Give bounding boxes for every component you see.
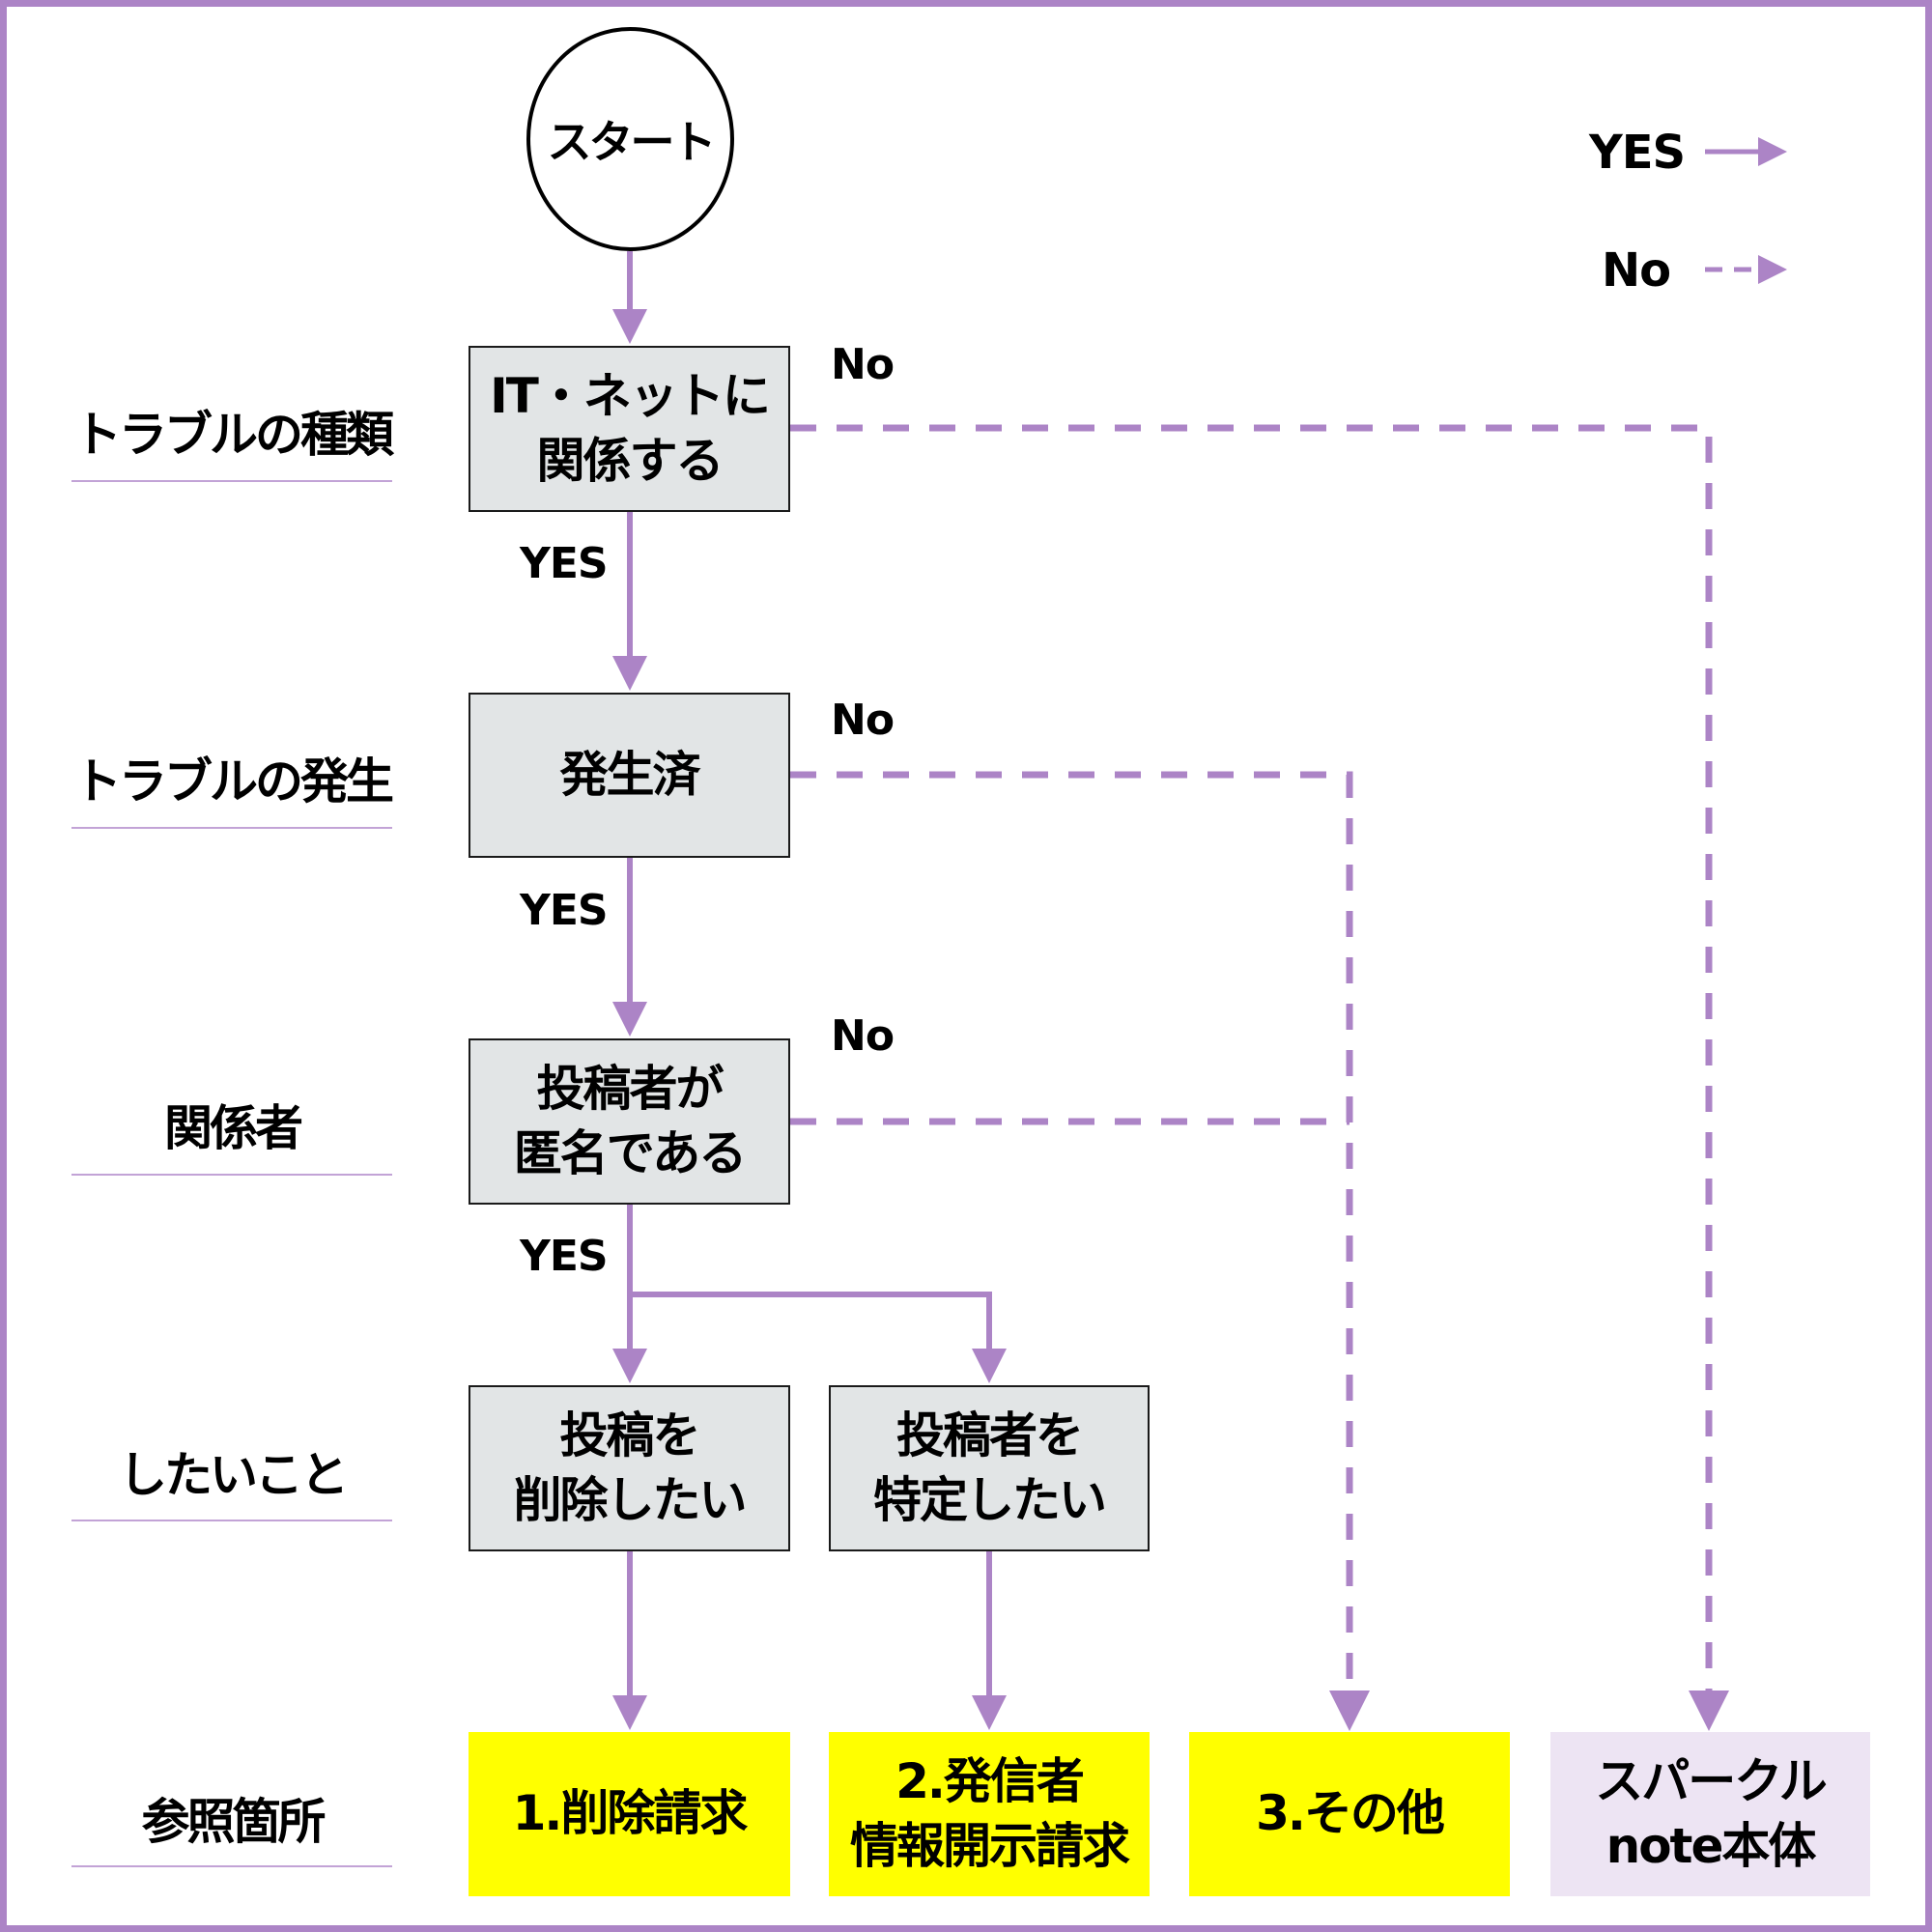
edge-label-no: No bbox=[831, 340, 895, 389]
result-text-line1: 2.発信者 bbox=[895, 1752, 1085, 1809]
row-divider bbox=[71, 480, 392, 482]
edge-label-yes: YES bbox=[520, 539, 609, 588]
row-divider bbox=[71, 1865, 392, 1867]
row-label-trouble-occurrence: トラブルの発生 bbox=[73, 753, 394, 810]
result-text-line1: 3.その他 bbox=[1256, 1785, 1445, 1842]
result-disclosure-request: 2.発信者 情報開示請求 bbox=[829, 1732, 1150, 1896]
want-text-line1: 投稿を bbox=[559, 1406, 701, 1463]
decision-occurred: 発生済 bbox=[469, 693, 790, 858]
want-text-line2: 削除したい bbox=[513, 1472, 748, 1528]
row-label-trouble-type: トラブルの種類 bbox=[73, 407, 394, 463]
row-divider bbox=[71, 827, 392, 829]
start-label: スタート bbox=[547, 116, 717, 168]
edge-anonymous-yes-identify bbox=[630, 1292, 1007, 1383]
row-divider bbox=[71, 1520, 392, 1521]
result-text-line1: スパークル bbox=[1595, 1752, 1827, 1809]
decision-text-line1: 発生済 bbox=[559, 746, 701, 803]
legend-yes-label: YES bbox=[1589, 126, 1686, 180]
row-label-reference: 参照箇所 bbox=[141, 1794, 327, 1850]
result-text-line1: 1.削除請求 bbox=[512, 1785, 749, 1842]
decision-it-related: IT・ネットに 関係する bbox=[469, 346, 790, 512]
result-text-line2: 情報開示請求 bbox=[850, 1818, 1130, 1874]
edge-label-yes: YES bbox=[520, 1232, 609, 1281]
row-label-parties: 関係者 bbox=[164, 1100, 303, 1156]
start-node: スタート bbox=[526, 27, 734, 251]
result-sparkle-note: スパークル note本体 bbox=[1550, 1732, 1870, 1896]
decision-text-line2: 匿名である bbox=[513, 1125, 747, 1181]
want-text-line1: 投稿者を bbox=[896, 1406, 1084, 1463]
legend-no-label: No bbox=[1602, 243, 1671, 298]
decision-anonymous: 投稿者が 匿名である bbox=[469, 1038, 790, 1205]
want-identify-poster: 投稿者を 特定したい bbox=[829, 1385, 1150, 1551]
row-divider bbox=[71, 1174, 392, 1176]
edge-occurred-no bbox=[790, 771, 1370, 1731]
edge-label-no: No bbox=[831, 1011, 895, 1061]
edge-it-no bbox=[790, 424, 1729, 1731]
edge-label-no: No bbox=[831, 696, 895, 745]
want-text-line2: 特定したい bbox=[873, 1472, 1107, 1528]
result-other: 3.その他 bbox=[1189, 1732, 1510, 1896]
row-label-want: したいこと bbox=[119, 1447, 349, 1503]
decision-text-line2: 関係する bbox=[536, 433, 724, 489]
decision-text-line1: 投稿者が bbox=[536, 1060, 724, 1117]
result-text-line2: note本体 bbox=[1605, 1818, 1817, 1874]
edge-label-yes: YES bbox=[520, 886, 609, 935]
decision-text-line1: IT・ネットに bbox=[490, 367, 771, 424]
want-delete-post: 投稿を 削除したい bbox=[469, 1385, 790, 1551]
result-deletion-request: 1.削除請求 bbox=[469, 1732, 790, 1896]
